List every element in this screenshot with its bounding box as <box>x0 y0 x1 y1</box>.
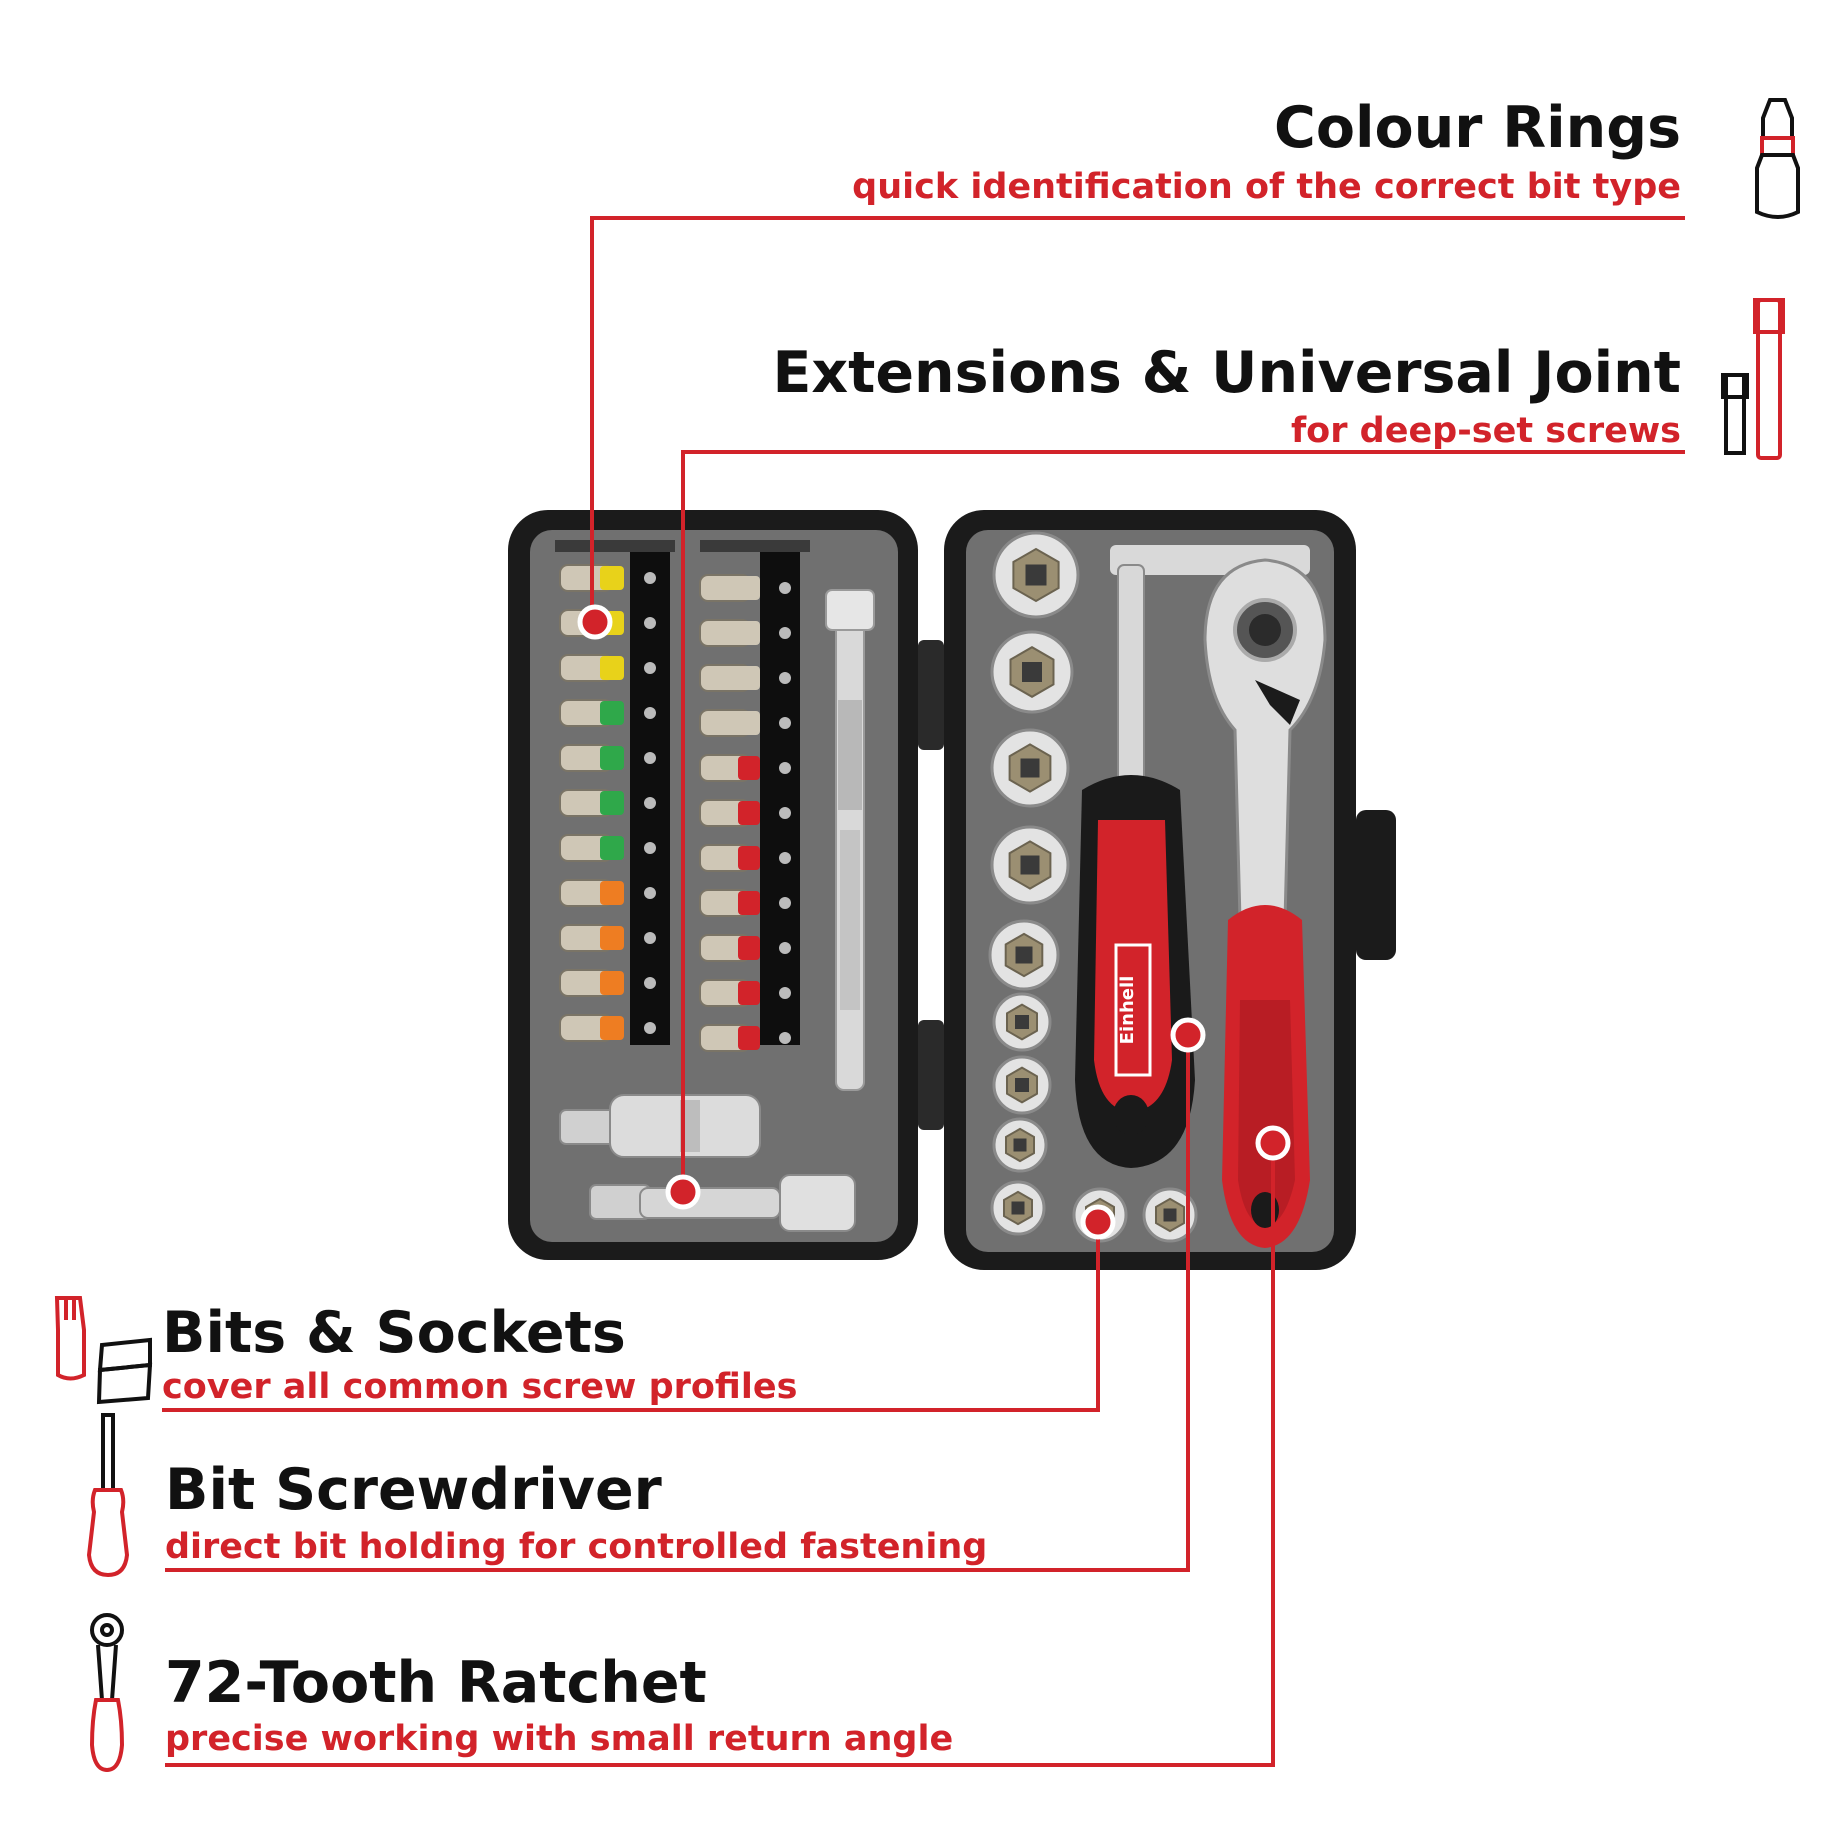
feature-title-bit-screwdriver: Bit Screwdriver <box>165 1457 662 1523</box>
extension-bars-icon <box>1721 298 1785 460</box>
bit <box>699 889 791 917</box>
feature-subtitle-ratchet: precise working with small return angle <box>165 1719 954 1759</box>
callout-lines <box>162 216 1685 1767</box>
bit <box>559 924 656 952</box>
extension-bar <box>825 589 875 1091</box>
bit <box>559 969 656 997</box>
socket <box>992 1117 1048 1173</box>
bit <box>699 664 791 692</box>
brand-label: Einhell <box>1117 976 1138 1045</box>
socket <box>988 919 1060 991</box>
hinge-bottom <box>918 1020 944 1130</box>
bit <box>559 564 656 592</box>
feature-subtitle-bits-sockets: cover all common screw profiles <box>162 1367 798 1407</box>
bit <box>699 844 791 872</box>
bit-and-socket-icon <box>54 1296 153 1405</box>
bit-column-left <box>559 564 656 1042</box>
bit <box>699 979 791 1007</box>
feature-title-bits-sockets: Bits & Sockets <box>162 1300 626 1366</box>
feature-title-extensions: Extensions & Universal Joint <box>772 340 1681 406</box>
bit <box>559 1014 656 1042</box>
screwdriver-icon <box>86 1413 130 1578</box>
bit <box>559 654 656 682</box>
socket-column <box>988 531 1198 1243</box>
socket <box>992 531 1080 619</box>
socket <box>990 1180 1046 1236</box>
socket <box>1142 1187 1198 1243</box>
bit <box>559 834 656 862</box>
hinge-top <box>918 640 944 750</box>
feature-title-colour-rings: Colour Rings <box>1274 95 1681 161</box>
bit <box>559 744 656 772</box>
bit <box>559 879 656 907</box>
bit <box>699 709 791 737</box>
socket <box>992 992 1052 1052</box>
ratchet-icon <box>89 1613 125 1773</box>
bit <box>559 789 656 817</box>
bit-column-right <box>699 574 791 1052</box>
socket <box>990 630 1074 714</box>
socket <box>990 825 1070 905</box>
feature-subtitle-extensions: for deep-set screws <box>1290 411 1681 451</box>
bit-icon <box>1755 98 1800 219</box>
socket <box>992 1055 1052 1115</box>
bit <box>699 1024 791 1052</box>
bit <box>699 574 791 602</box>
feature-subtitle-colour-rings: quick identification of the correct bit … <box>852 167 1681 207</box>
callout-dots <box>577 604 1291 1240</box>
bit <box>699 934 791 962</box>
bit <box>699 754 791 782</box>
bit <box>699 619 791 647</box>
bit <box>699 799 791 827</box>
case-latch <box>1356 810 1396 960</box>
socket <box>990 728 1070 808</box>
ratchet <box>1203 558 1327 1248</box>
feature-title-ratchet: 72-Tooth Ratchet <box>165 1650 707 1716</box>
bit <box>559 699 656 727</box>
bit-screwdriver: Einhell <box>1075 564 1195 1168</box>
feature-subtitle-bit-screwdriver: direct bit holding for controlled fasten… <box>165 1527 988 1567</box>
